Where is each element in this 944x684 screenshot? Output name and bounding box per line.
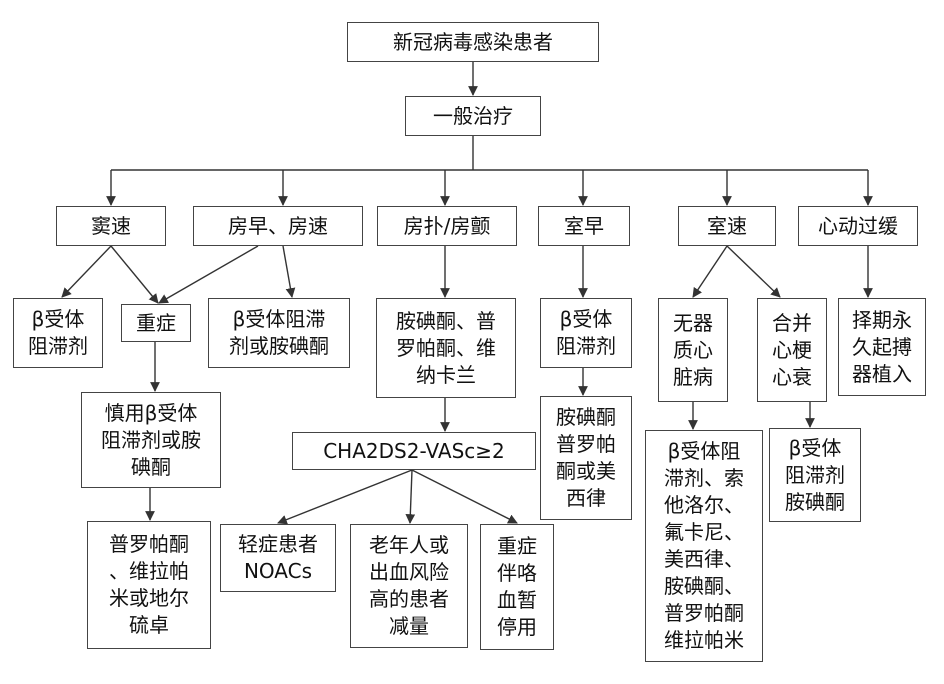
connector-13: [282, 245, 296, 298]
connector-20: [411, 469, 518, 524]
node-mild-noacs: 轻症患者 NOACs: [220, 524, 336, 592]
node-ventricular-premature: 室早: [538, 206, 630, 246]
node-general-treatment: 一般治疗: [405, 96, 541, 136]
node-beta-blocker-vpb: β受体 阻滞剂: [540, 298, 632, 368]
connector-18: [277, 469, 413, 525]
connector-24: [726, 245, 781, 298]
node-propafenone-verapamil-diltiazem: 普罗帕酮 、维拉帕 米或地尔 硫卓: [87, 521, 211, 649]
node-bradycardia: 心动过缓: [798, 206, 918, 246]
node-severe-hemoptysis-stop: 重症 伴咯 血暂 停用: [480, 524, 554, 650]
node-ventricular-tachycardia: 室速: [678, 206, 776, 246]
node-covid-patient: 新冠病毒感染患者: [347, 22, 599, 62]
node-combined-mi-hf: 合并 心梗 心衰: [757, 298, 827, 402]
node-atrial-flutter-fibrillation: 房扑/房颤: [377, 206, 517, 246]
connector-23: [692, 245, 728, 298]
node-beta-blocker-sinus: β受体 阻滞剂: [13, 298, 103, 368]
node-sinus-tachycardia: 窦速: [56, 206, 166, 246]
node-beta-or-amiodarone: β受体阻滞 剂或胺碘酮: [208, 298, 350, 368]
node-amiodarone-propafenone-mexiletine: 胺碘酮 普罗帕 酮或美 西律: [540, 396, 632, 520]
node-no-organic-heart-disease: 无器 质心 脏病: [658, 298, 728, 402]
node-atrial-premature: 房早、房速: [193, 206, 363, 246]
connector-12: [158, 245, 259, 304]
node-severe: 重症: [121, 304, 191, 342]
node-careful-beta-amiodarone: 慎用β受体 阻滞剂或胺 碘酮: [81, 392, 221, 488]
connector-10: [61, 245, 112, 298]
node-amiodarone-propafenone-vernakalant: 胺碘酮、普 罗帕酮、维 纳卡兰: [376, 298, 516, 398]
connector-19: [405, 469, 416, 524]
connector-11: [110, 245, 159, 304]
node-permanent-pacemaker: 择期永 久起搏 器植入: [838, 298, 926, 396]
node-cha2ds2-vasc: CHA2DS2-VASc≥2: [292, 432, 536, 470]
node-beta-blocker-amiodarone: β受体 阻滞剂 胺碘酮: [769, 428, 861, 522]
node-elderly-dose-reduction: 老年人或 出血风险 高的患者 减量: [350, 524, 468, 648]
node-vt-drug-list: β受体阻 滞剂、索 他洛尔、 氟卡尼、 美西律、 胺碘酮、 普罗帕酮 维拉帕米: [645, 430, 763, 662]
